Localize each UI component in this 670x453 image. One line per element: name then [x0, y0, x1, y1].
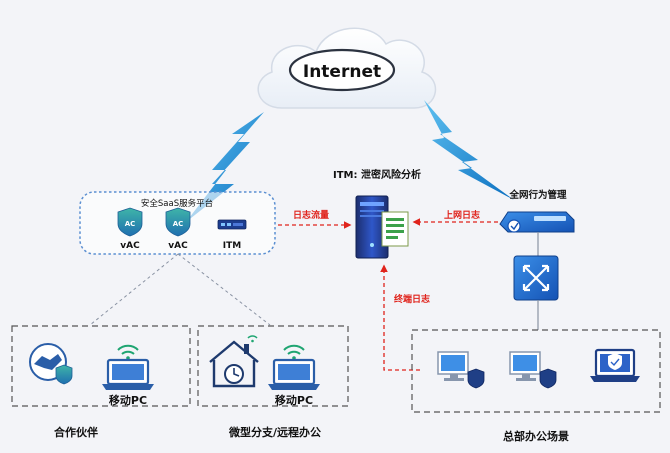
saas-platform-title: 安全SaaS服务平台 [141, 198, 213, 209]
behavior-mgmt-title: 全网行为管理 [508, 189, 567, 201]
vac-badge-text: AC [125, 220, 136, 228]
branch-group: 移动PC [197, 325, 349, 407]
itm-analysis-title: ITM: 泄密风险分析 [333, 168, 421, 181]
behavior-mgmt-appliance-icon [499, 211, 575, 233]
desktop-pc-shield-icon [437, 351, 485, 389]
handshake-shield-icon [29, 343, 73, 385]
saas-to-partner-link [89, 253, 179, 326]
vac-badge-text: AC [173, 220, 184, 228]
branch-caption: 微型分支/远程办公 [228, 425, 321, 439]
partner-device-label: 移动PC [109, 393, 147, 407]
terminal-log-label: 终端日志 [393, 293, 430, 305]
internet-cloud: Internet [257, 27, 437, 109]
mobile-pc-laptop-icon [268, 344, 320, 390]
itm-label: ITM [223, 241, 241, 251]
laptop-shield-icon [590, 348, 640, 382]
core-switch-icon [513, 255, 559, 301]
internet-log-label: 上网日志 [444, 209, 480, 221]
terminal-log-arrow [380, 264, 420, 371]
itm-server-icon [355, 195, 409, 259]
vac-shield-icon: AC [117, 207, 143, 237]
right-lightning-bolt-icon [424, 100, 514, 200]
partner-caption: 合作伙伴 [54, 425, 98, 439]
partner-group: 移动PC [11, 325, 191, 407]
hq-caption: 总部办公场景 [503, 429, 569, 443]
home-clock-icon [209, 335, 259, 388]
hq-group [411, 329, 661, 413]
saas-to-branch-link [177, 253, 271, 326]
saas-platform-box: 安全SaaS服务平台 AC vAC AC vAC ITM [79, 191, 276, 255]
desktop-pc-shield-icon [509, 351, 557, 389]
internet-label-ring [288, 48, 396, 92]
mobile-pc-laptop-icon [102, 344, 154, 390]
vac-label: vAC [168, 241, 188, 251]
branch-device-label: 移动PC [275, 393, 313, 407]
vac-label: vAC [120, 241, 140, 251]
internet-label: Internet [303, 62, 381, 82]
left-lightning-bolt-icon [186, 112, 264, 222]
vac-shield-icon: AC [165, 207, 191, 237]
itm-appliance-icon [217, 219, 247, 230]
log-traffic-label: 日志流量 [293, 209, 329, 221]
